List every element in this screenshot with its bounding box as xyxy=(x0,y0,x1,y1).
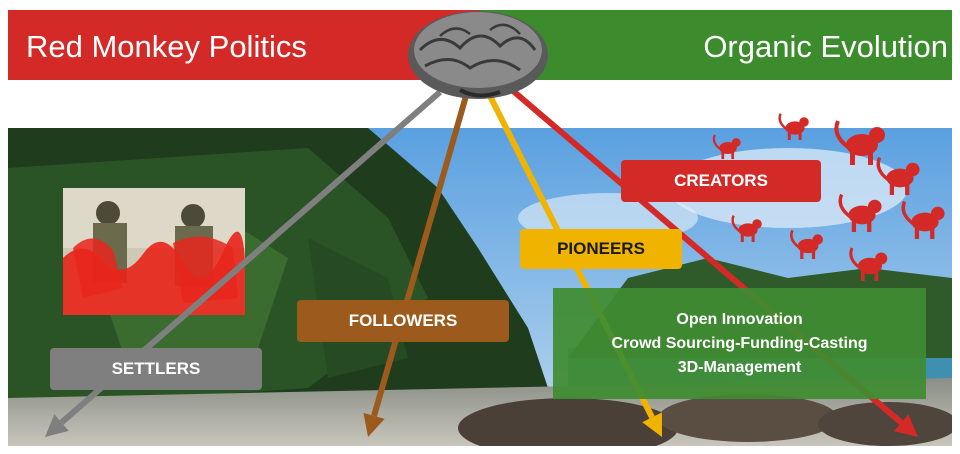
red-monkey-icon xyxy=(712,134,741,159)
red-monkey-icon xyxy=(790,229,823,259)
red-monkey-icon xyxy=(834,120,885,165)
innovation-box: Open Innovation Crowd Sourcing-Funding-C… xyxy=(553,288,926,399)
banner-red-monkey-politics xyxy=(8,10,480,80)
red-monkey-icon xyxy=(778,113,809,140)
creators-label: CREATORS xyxy=(621,160,821,202)
red-monkey-icon xyxy=(876,156,920,195)
pioneers-arrow-head xyxy=(642,412,662,437)
creators-arrow-head xyxy=(894,414,918,437)
banner-organic-evolution xyxy=(480,10,952,80)
innovation-line: 3D-Management xyxy=(677,358,802,376)
red-monkey-icon xyxy=(849,247,888,281)
settlers-arrow-head xyxy=(45,414,69,437)
innovation-line: Crowd Sourcing-Funding-Casting xyxy=(611,334,868,352)
red-monkey-icon xyxy=(712,113,945,281)
followers-arrow-head xyxy=(363,412,385,437)
brain-icon xyxy=(408,11,548,99)
settlers-label: SETTLERS xyxy=(50,348,262,390)
red-monkey-icon xyxy=(731,215,762,242)
pioneers-label: PIONEERS xyxy=(520,229,682,269)
innovation-line: Open Innovation xyxy=(676,310,803,328)
followers-label: FOLLOWERS xyxy=(297,300,509,342)
soldiers-photo xyxy=(63,188,245,315)
red-monkey-icon xyxy=(901,200,945,239)
followers-arrow xyxy=(371,95,469,417)
red-monkey-icon xyxy=(838,193,882,232)
left-banner-title: Red Monkey Politics xyxy=(26,29,307,64)
right-banner-title: Organic Evolution xyxy=(703,29,948,64)
